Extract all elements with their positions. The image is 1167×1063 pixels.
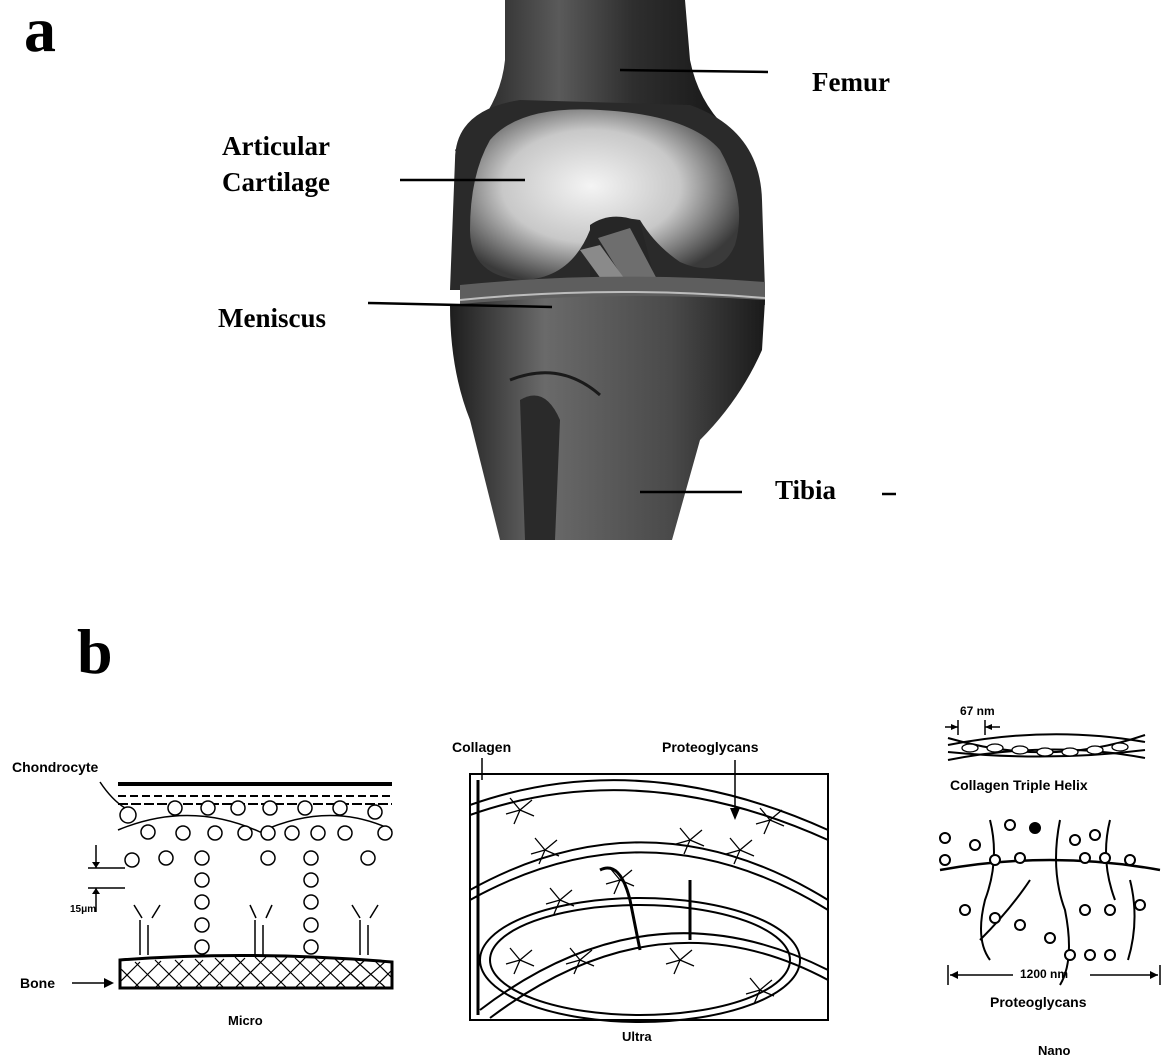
articular-label-line1: Articular bbox=[222, 130, 330, 164]
period-label-67nm: 67 nm bbox=[960, 705, 995, 718]
length-label-1200nm: 1200 nm bbox=[1020, 968, 1068, 981]
chondrocyte-label: Chondrocyte bbox=[12, 760, 98, 775]
micro-diagram bbox=[72, 782, 392, 988]
collagen-label: Collagen bbox=[452, 740, 511, 755]
nano-diagram bbox=[940, 720, 1160, 985]
ultra-diagram bbox=[470, 758, 828, 1022]
tibia-label: Tibia bbox=[775, 474, 836, 508]
collagen-triple-helix-label: Collagen Triple Helix bbox=[950, 778, 1088, 793]
panel-b-letter: b bbox=[77, 620, 113, 684]
bone-label: Bone bbox=[20, 976, 55, 991]
micro-caption: Micro bbox=[228, 1014, 263, 1028]
femur-label: Femur bbox=[812, 66, 890, 100]
tibia-shape bbox=[450, 296, 765, 540]
nano-caption: Nano bbox=[1038, 1044, 1071, 1058]
ultra-caption: Ultra bbox=[622, 1030, 652, 1044]
articular-label-line2: Cartilage bbox=[222, 166, 330, 200]
proteoglycans-label-ultra: Proteoglycans bbox=[662, 740, 758, 755]
scale-label-15um: 15μm bbox=[70, 904, 96, 915]
meniscus-label: Meniscus bbox=[218, 302, 326, 336]
proteoglycans-label-nano: Proteoglycans bbox=[990, 995, 1086, 1010]
